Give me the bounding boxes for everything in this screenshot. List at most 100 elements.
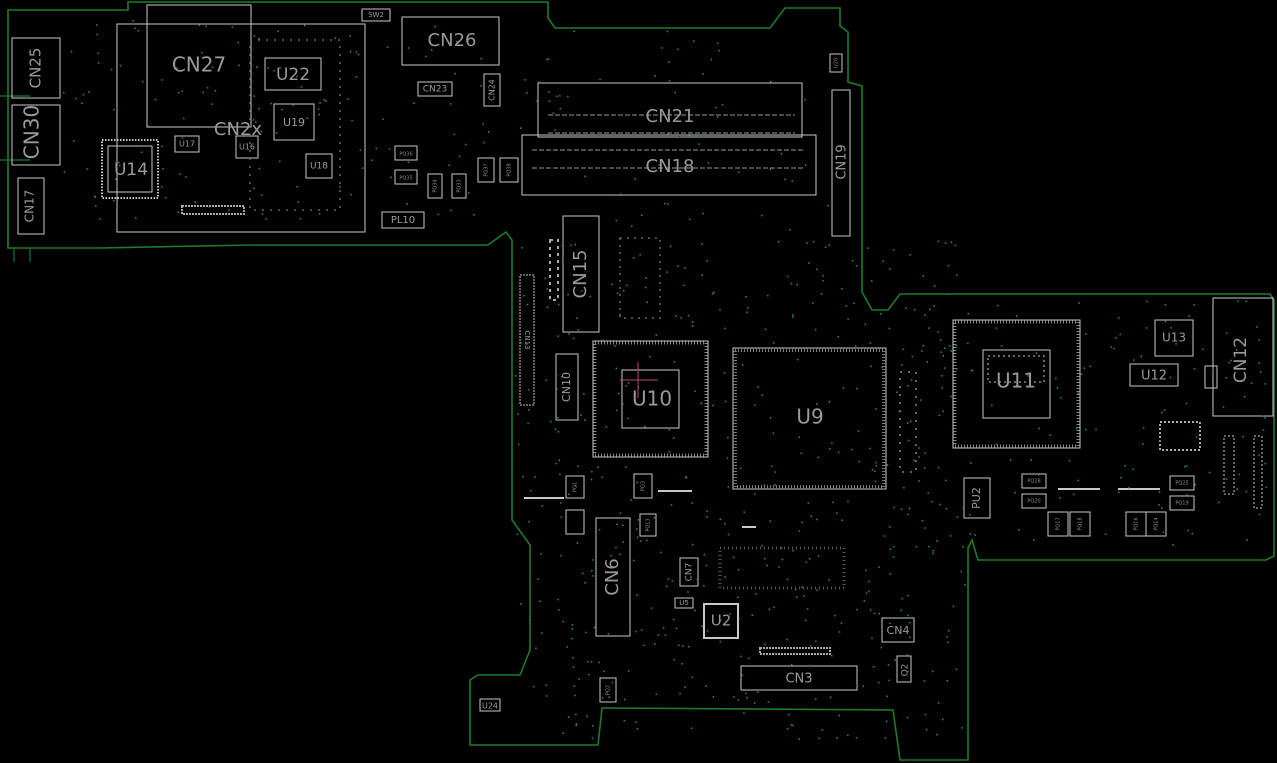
via — [558, 303, 560, 306]
label-pq17[interactable]: PQ17 — [1056, 517, 1062, 530]
label-pq36[interactable]: PQ36 — [399, 152, 412, 158]
label-u16[interactable]: U16 — [239, 143, 255, 152]
label-cn21[interactable]: CN21 — [646, 106, 695, 127]
via — [1114, 337, 1117, 339]
label-u12[interactable]: U12 — [1141, 369, 1167, 384]
label-cn15[interactable]: CN15 — [570, 250, 591, 299]
label-pq37[interactable]: PQ37 — [484, 163, 490, 176]
label-cn17[interactable]: CN17 — [23, 190, 37, 223]
via — [888, 622, 891, 625]
via — [889, 573, 892, 575]
label-pq19[interactable]: PQ19 — [1175, 501, 1188, 507]
label-u17[interactable]: U17 — [179, 140, 195, 149]
via — [684, 267, 686, 269]
label-cn12[interactable]: CN12 — [1231, 337, 1251, 383]
components-right — [963, 297, 1274, 537]
via — [964, 584, 966, 586]
label-pq2[interactable]: PQ2 — [606, 685, 612, 695]
label-pq14[interactable]: PQ14 — [1154, 517, 1160, 530]
via — [816, 268, 818, 271]
label-pq3[interactable]: PQ3 — [641, 481, 647, 491]
via — [597, 466, 599, 468]
label-cn4[interactable]: CN4 — [887, 624, 910, 637]
label-u18[interactable]: U18 — [310, 162, 328, 172]
via — [924, 713, 927, 716]
via — [555, 462, 557, 465]
via — [970, 369, 973, 371]
via — [907, 614, 909, 617]
via — [644, 286, 647, 289]
label-u24[interactable]: U24 — [482, 702, 498, 711]
via — [1164, 304, 1167, 306]
via — [615, 546, 617, 549]
label-pq25[interactable]: PQ25 — [1175, 481, 1188, 487]
label-pq38[interactable]: PQ38 — [507, 163, 513, 176]
via — [556, 388, 558, 390]
label-u11[interactable]: U11 — [996, 369, 1036, 393]
label-cn2x[interactable]: CN2x — [214, 119, 262, 140]
via — [559, 473, 561, 476]
label-cn23[interactable]: CN23 — [423, 85, 447, 95]
via — [967, 342, 969, 345]
label-cn6[interactable]: CN6 — [602, 558, 623, 596]
label-pu2[interactable]: PU2 — [970, 487, 983, 509]
via — [530, 489, 532, 492]
via — [668, 429, 671, 431]
label-cn13[interactable]: CN13 — [523, 330, 531, 349]
label-cn30[interactable]: CN30 — [20, 105, 44, 159]
via — [454, 72, 456, 75]
via — [1117, 317, 1120, 319]
label-cn3[interactable]: CN3 — [785, 672, 812, 687]
label-u14[interactable]: U14 — [114, 160, 148, 180]
via — [619, 512, 622, 514]
label-pq16[interactable]: PQ16 — [1134, 517, 1140, 530]
label-cn18[interactable]: CN18 — [646, 156, 695, 177]
via — [887, 664, 890, 666]
label-u13[interactable]: U13 — [1162, 331, 1186, 345]
label-q2[interactable]: Q2 — [901, 664, 911, 677]
label-u19[interactable]: U19 — [283, 116, 305, 129]
via — [183, 117, 185, 120]
label-sw2[interactable]: SW2 — [368, 11, 384, 19]
via — [812, 302, 814, 304]
via — [804, 98, 806, 101]
via — [778, 566, 780, 568]
label-u2[interactable]: U2 — [711, 612, 732, 630]
label-cn27[interactable]: CN27 — [172, 53, 226, 77]
label-u10[interactable]: U10 — [632, 387, 672, 411]
via — [907, 385, 909, 387]
via — [889, 268, 891, 270]
label-pq35[interactable]: PQ35 — [399, 176, 412, 182]
via — [928, 545, 930, 548]
via — [874, 470, 876, 472]
label-pq1[interactable]: PQ1 — [573, 482, 579, 492]
label-u20[interactable]: U20 — [834, 58, 840, 68]
label-pl10[interactable]: PL10 — [391, 215, 415, 226]
via — [557, 598, 559, 601]
via — [645, 277, 647, 279]
label-pq34[interactable]: PQ34 — [433, 179, 439, 192]
via — [355, 51, 358, 54]
components-bottom — [479, 473, 915, 712]
via — [535, 647, 537, 649]
via — [450, 209, 452, 212]
label-u9[interactable]: U9 — [796, 405, 823, 429]
label-pq33[interactable]: PQ33 — [457, 179, 463, 192]
label-u5[interactable]: U5 — [679, 599, 689, 607]
label-cn25[interactable]: CN25 — [27, 48, 45, 89]
label-cn24[interactable]: CN24 — [488, 79, 497, 101]
label-cn19[interactable]: CN19 — [835, 144, 850, 179]
label-pq28[interactable]: PQ28 — [1027, 479, 1040, 485]
label-cn26[interactable]: CN26 — [428, 30, 477, 51]
via — [1120, 477, 1122, 479]
via — [718, 49, 720, 52]
label-pq20[interactable]: PQ20 — [1027, 499, 1040, 505]
label-cn10[interactable]: CN10 — [560, 372, 573, 402]
label-cn7[interactable]: CN7 — [685, 563, 695, 582]
label-pq18[interactable]: PQ18 — [1078, 517, 1084, 530]
label-u22[interactable]: U22 — [276, 65, 310, 85]
label-pq13[interactable]: PQ13 — [646, 518, 652, 531]
via — [677, 265, 679, 267]
via — [181, 137, 184, 139]
